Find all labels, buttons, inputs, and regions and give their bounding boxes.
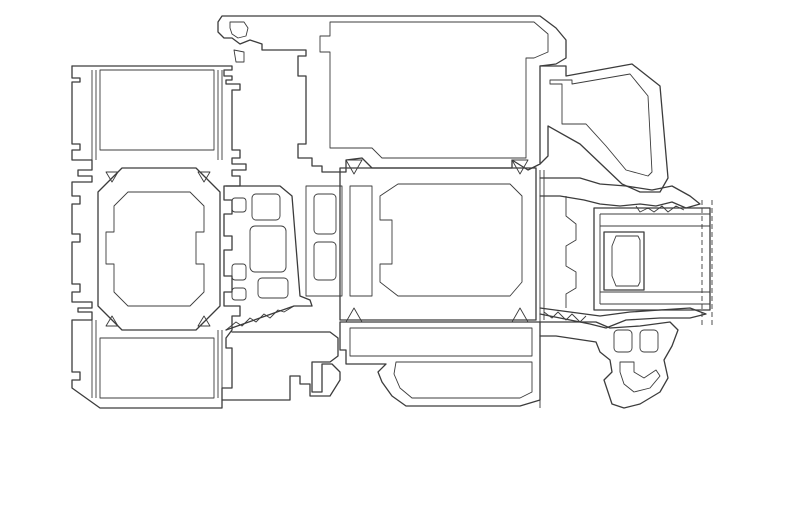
sash-bottom-lower-chamber	[393, 361, 533, 399]
sash-left-wall	[305, 185, 343, 297]
outer-frame-profile	[71, 65, 341, 409]
sash-top-gasket-2	[233, 49, 245, 63]
sash-top-gasket	[229, 21, 249, 39]
sash-top-outline	[217, 15, 567, 173]
gasket-bottom	[539, 307, 707, 329]
outer-frame-web	[91, 70, 223, 398]
gasket-bottom-teeth	[543, 311, 587, 323]
glazing-unit	[539, 170, 713, 408]
sash-middle-inner	[379, 183, 523, 297]
glass-pane	[593, 207, 711, 311]
spacer-bar	[603, 231, 645, 291]
right-lower-hook	[619, 361, 661, 393]
thermal-break-teeth	[225, 305, 295, 331]
thermal-break-cavity-6	[231, 287, 247, 301]
glass-edge-dashed	[701, 200, 713, 326]
sash-bottom-outline	[339, 321, 541, 407]
thermal-break-cavity-2	[249, 225, 287, 273]
left-octagon-inner	[105, 191, 205, 307]
sash-left-cavity-top	[313, 193, 337, 235]
right-lower-outline	[539, 321, 679, 409]
outer-frame-upper-chamber	[99, 69, 215, 151]
spacer-chevron	[611, 235, 641, 287]
sash-bottom-chamber	[349, 327, 533, 357]
sash-glass-wall	[539, 170, 545, 408]
left-octagon-notch-top	[105, 171, 211, 183]
right-frame-inner	[549, 73, 653, 177]
thermal-break-cavity-3	[257, 277, 289, 299]
sash-left-cavity-bottom	[313, 241, 337, 281]
right-lower-cavity-1	[613, 329, 633, 353]
sash-top-main-chamber	[319, 21, 549, 159]
left-thermal-chamber	[97, 167, 221, 331]
outer-frame-outline	[71, 65, 341, 401]
thermal-break	[225, 185, 313, 331]
sash-bottom-profile	[339, 321, 541, 407]
thermal-break-cavity-5	[231, 263, 247, 281]
left-octagon-outer	[97, 167, 221, 331]
sealant-zone	[565, 196, 577, 308]
left-octagon-notch-bottom	[105, 315, 211, 327]
thermal-break-cavity-4	[231, 197, 247, 213]
sash-top-profile	[217, 15, 567, 173]
right-frame-outline	[539, 63, 669, 193]
gasket-top-teeth	[635, 205, 685, 213]
thermal-break-body	[225, 185, 313, 331]
right-frame-profile	[539, 63, 679, 409]
thermal-break-cavity-1	[251, 193, 281, 221]
right-lower-cavity-2	[639, 329, 659, 353]
sash-middle-left-rib	[349, 185, 373, 297]
outer-frame-lower-chamber	[99, 337, 215, 399]
sash-middle-outer	[339, 167, 537, 321]
sash-middle-notches	[345, 159, 529, 323]
glass-inner-lines	[599, 213, 710, 305]
outer-frame-outline-lower	[71, 65, 223, 409]
sash-middle-chamber	[305, 159, 537, 323]
